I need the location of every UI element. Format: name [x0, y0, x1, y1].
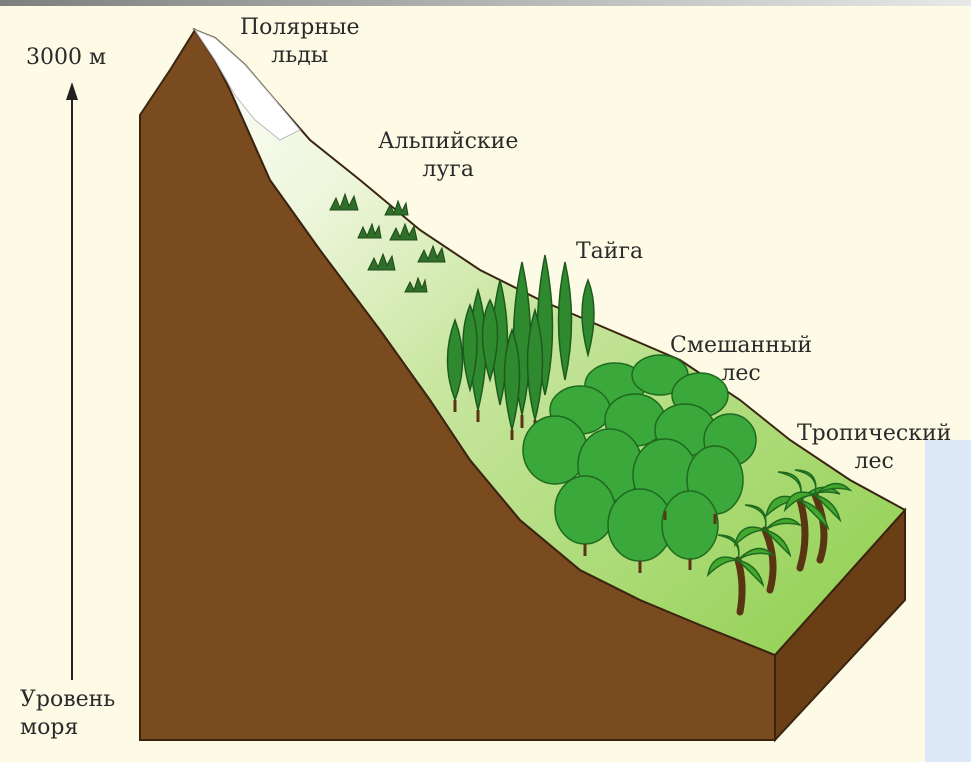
zone-label-mixed-forest: Смешанный лес: [670, 332, 812, 388]
side-panel: [925, 440, 971, 762]
top-border: [0, 0, 971, 6]
zone-label-polar-ice: Полярные льды: [240, 14, 360, 70]
zone-label-alpine-meadows: Альпийские луга: [378, 128, 518, 184]
zone-label-taiga: Тайга: [576, 238, 643, 266]
zone-label-tropical-forest: Тропический лес: [797, 420, 951, 476]
axis-top-label: 3000 м: [26, 44, 106, 72]
axis-bottom-label: Уровень моря: [20, 686, 115, 742]
altitude-axis-arrow-icon: [66, 82, 78, 100]
